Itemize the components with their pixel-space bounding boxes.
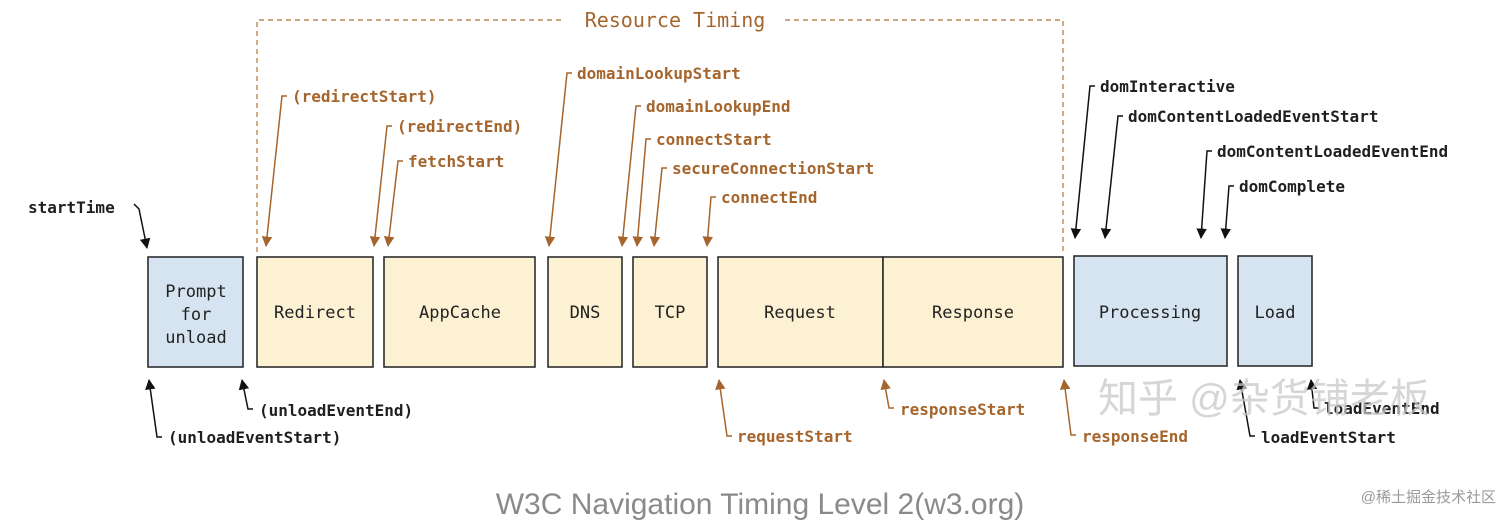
pointer-loadeventstart	[1236, 378, 1255, 437]
marker-responsestart: responseStart	[900, 400, 1025, 419]
phase-redirect	[256, 256, 374, 368]
phase-load-label: Load	[1255, 303, 1296, 323]
marker-domcontentloadedeventend: domContentLoadedEventEnd	[1217, 142, 1448, 161]
pointer-redirectend	[369, 125, 392, 248]
phase-appcache	[383, 256, 536, 368]
phase-dns	[547, 256, 623, 368]
watermark-zhihu: 知乎 @杂货铺老板	[1098, 377, 1430, 421]
pointer-responseend	[1059, 378, 1076, 436]
pointer-requeststart	[715, 378, 732, 437]
pointer-secureconnectionstart	[649, 167, 667, 248]
pointer-starttime	[133, 203, 151, 250]
figure-caption: W3C Navigation Timing Level 2(w3.org)	[496, 488, 1025, 521]
pointer-domainlookupend	[617, 105, 641, 248]
marker-domainlookupend: domainLookupEnd	[646, 97, 791, 116]
pointer-loadeventend	[1306, 378, 1319, 409]
marker-responseend: responseEnd	[1082, 427, 1188, 446]
marker-redirectend: (redirectEnd)	[397, 117, 522, 136]
pointer-connectstart	[632, 138, 651, 248]
marker-domcontentloadedeventstart: domContentLoadedEventStart	[1128, 107, 1378, 126]
marker-connectstart: connectStart	[656, 130, 772, 149]
phase-tcp-label: TCP	[655, 303, 686, 323]
marker-loadeventstart: loadEventStart	[1261, 428, 1396, 447]
marker-loadeventend: loadEventEnd	[1324, 399, 1440, 418]
pointer-responsestart	[880, 378, 894, 409]
marker-domainlookupstart: domainLookupStart	[577, 64, 741, 83]
pointer-dominteractive	[1070, 85, 1095, 240]
phase-processing	[1073, 255, 1228, 367]
marker-unloadeventstart: (unloadEventStart)	[168, 428, 341, 447]
phase-request-label: Request	[764, 303, 836, 323]
pointer-redirectstart	[261, 95, 287, 248]
marker-secureconnectionstart: secureConnectionStart	[672, 159, 874, 178]
phase-response-label: Response	[932, 303, 1014, 323]
pointer-domainlookupstart	[544, 72, 572, 248]
bracket-right-line	[785, 19, 1064, 252]
pointer-domcontentloadedeventend	[1196, 150, 1212, 240]
phase-prompt-line-3: unload	[165, 328, 226, 348]
marker-dominteractive: domInteractive	[1100, 77, 1235, 96]
top-markers: startTime (redirectStart) (redirectEnd) …	[28, 64, 1448, 250]
phase-appcache-label: AppCache	[419, 303, 501, 323]
pointer-domcomplete	[1220, 185, 1234, 240]
phase-redirect-label: Redirect	[274, 303, 356, 323]
phase-prompt-line-1: Prompt	[165, 282, 226, 302]
phase-load	[1237, 255, 1313, 367]
marker-unloadeventend: (unloadEventEnd)	[259, 401, 413, 420]
phase-prompt-line-2: for	[181, 305, 212, 325]
marker-redirectstart: (redirectStart)	[292, 87, 437, 106]
phase-boxes: Prompt for unload Redirect AppCache DNS …	[147, 255, 1313, 368]
phase-dns-label: DNS	[570, 303, 601, 323]
pointer-unloadeventend	[238, 378, 253, 410]
phase-response	[882, 256, 1064, 368]
marker-starttime: startTime	[28, 198, 115, 217]
marker-connectend: connectEnd	[721, 188, 817, 207]
marker-domcomplete: domComplete	[1239, 177, 1345, 196]
resource-timing-title: Resource Timing	[585, 8, 766, 32]
phase-processing-label: Processing	[1099, 303, 1201, 323]
bottom-markers: (unloadEventStart) (unloadEventEnd) requ…	[145, 378, 1440, 447]
phase-tcp	[632, 256, 708, 368]
pointer-unloadeventstart	[145, 378, 162, 438]
marker-fetchstart: fetchStart	[408, 152, 504, 171]
pointer-fetchstart	[383, 160, 403, 248]
pointer-domcontentloadedeventstart	[1100, 115, 1123, 240]
pointer-connectend	[702, 196, 716, 248]
phase-prompt-for-unload	[147, 256, 244, 368]
marker-requeststart: requestStart	[737, 427, 853, 446]
corner-watermark: @稀土掘金技术社区	[1361, 489, 1496, 506]
bracket-left-line	[256, 19, 565, 252]
resource-timing-bracket: Resource Timing	[256, 8, 1064, 252]
